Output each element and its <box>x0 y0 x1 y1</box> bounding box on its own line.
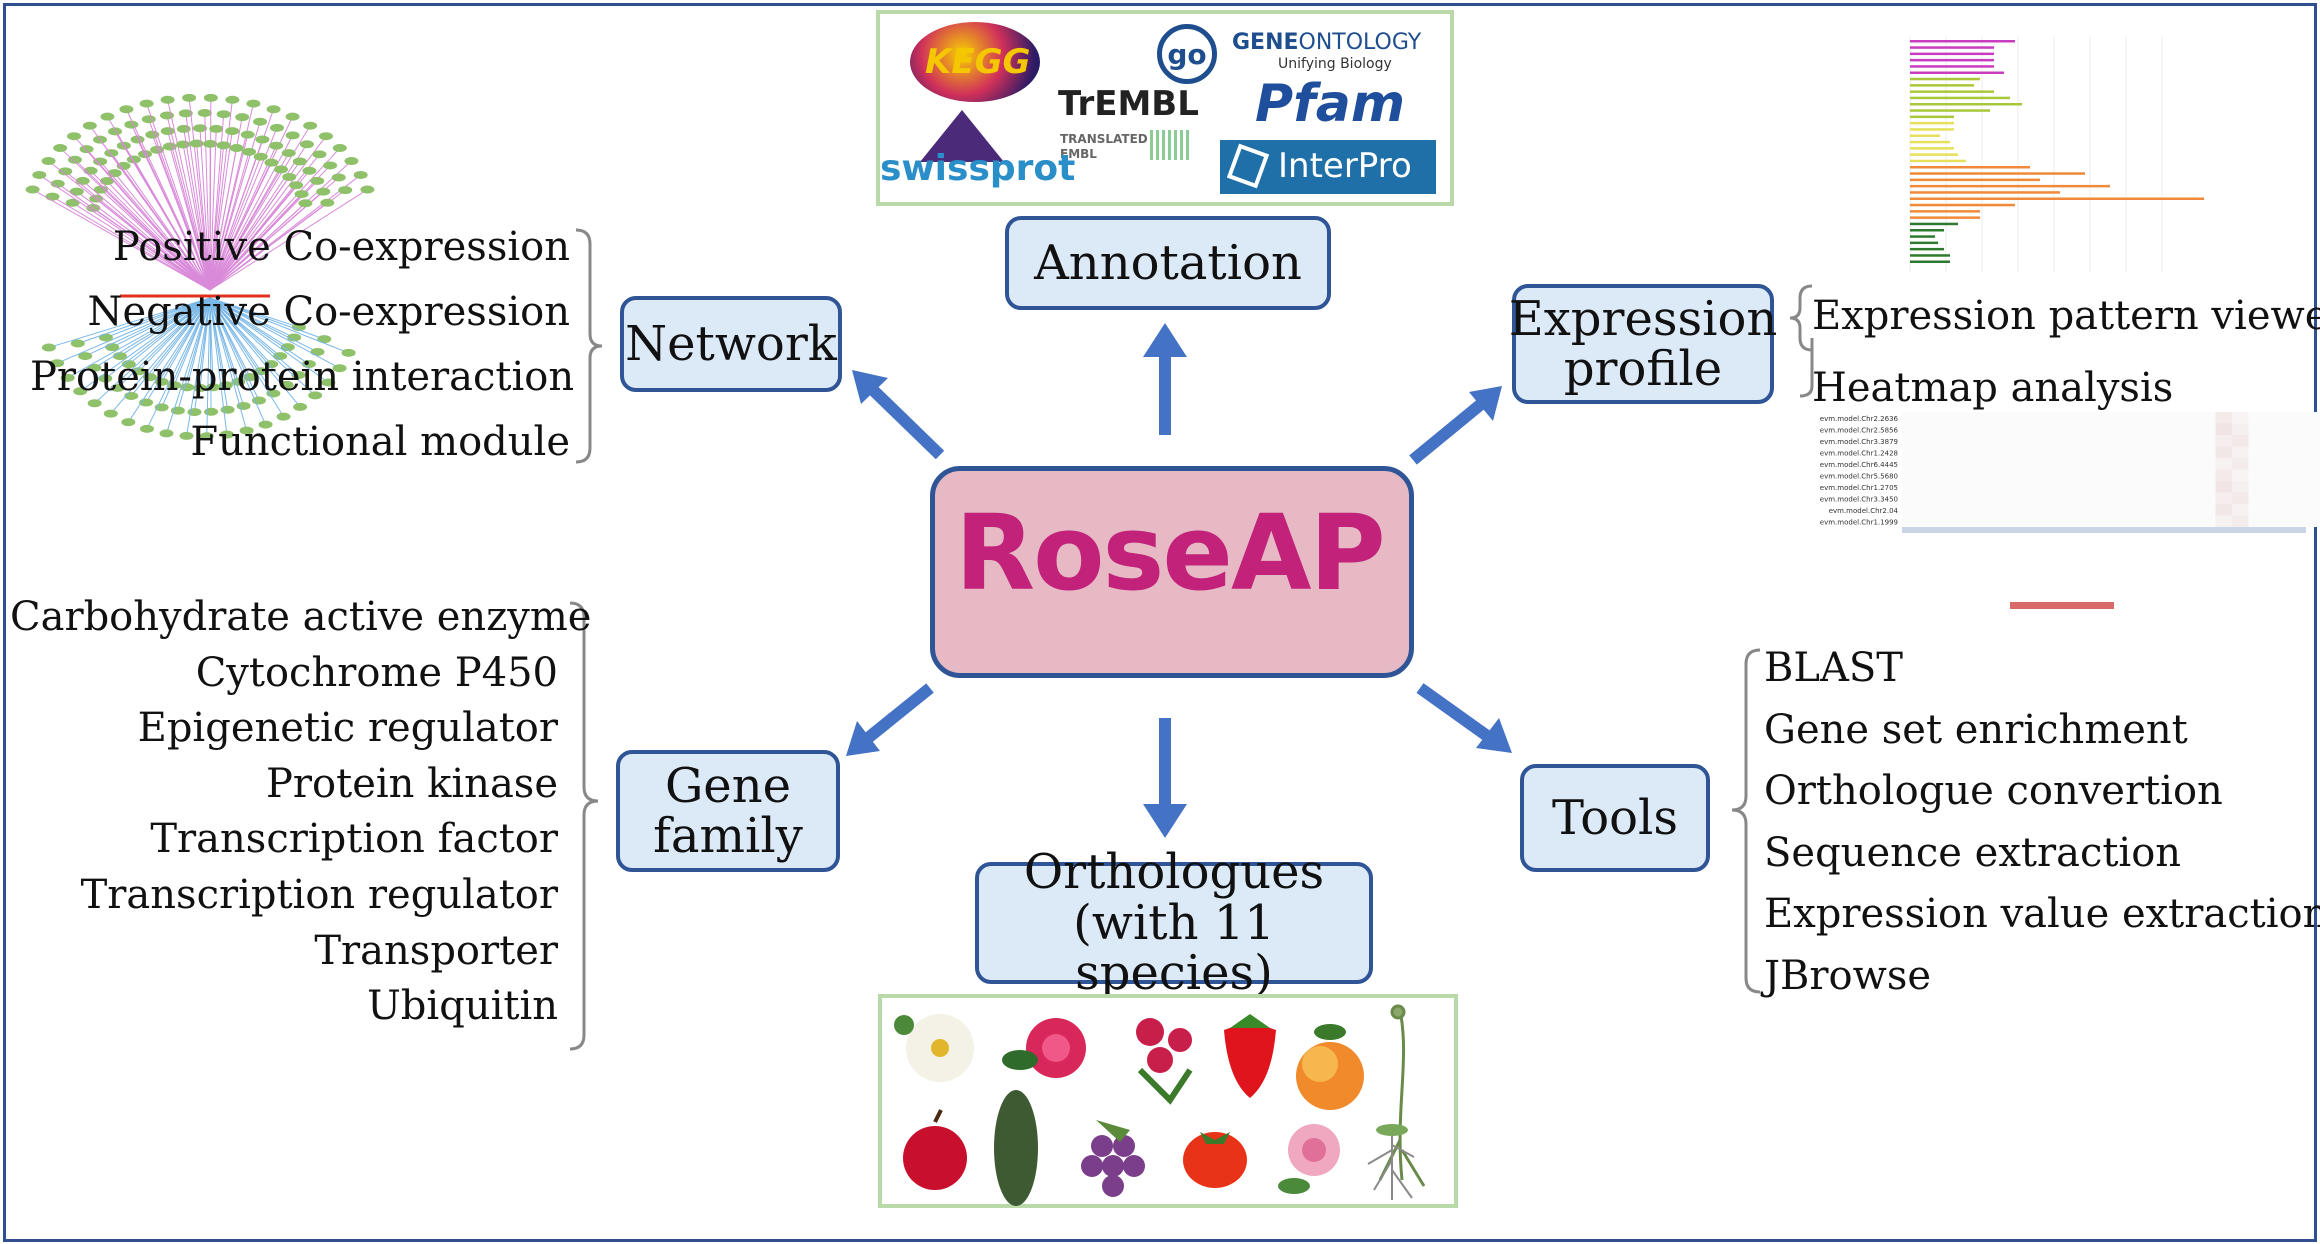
swissprot-label: swissprot <box>880 148 1076 189</box>
swissprot-mountain-icon <box>920 110 1004 162</box>
gene-family-item: Ubiquitin <box>367 983 558 1030</box>
gene-family-node: Gene family <box>616 750 840 872</box>
network-graph <box>25 93 375 441</box>
gene-family-item: Cytochrome P450 <box>195 649 558 696</box>
pfam-label: Pfam <box>1255 74 1406 134</box>
kegg-label: KEGG <box>925 42 1031 82</box>
heatmap-gene-label: evm.model.Chr1.2428 <box>1820 450 1898 458</box>
geneontology-icon: go <box>1157 24 1217 84</box>
heatmap-gene-label: evm.model.Chr5.5680 <box>1820 473 1898 481</box>
network-item: Functional module <box>190 419 570 465</box>
heatmap-gene-label: evm.model.Chr3.3450 <box>1820 496 1898 504</box>
tools-node: Tools <box>1520 764 1710 872</box>
arrow-expression <box>1409 400 1484 465</box>
network-item: Protein-protein interaction <box>30 354 575 400</box>
expression-item: Heatmap analysis <box>1812 365 2174 411</box>
geneontology-tagline: Unifying Biology <box>1278 56 1392 72</box>
gene-family-item: Transcription regulator <box>80 871 558 918</box>
gene-family-list: Carbohydrate active enzyme Cytochrome P4… <box>10 590 592 1035</box>
heatmap-gene-label: evm.model.Chr2.2636 <box>1820 415 1899 423</box>
geneontology-gene: GENE <box>1232 30 1299 55</box>
expression-profile-node: Expression profile <box>1509 284 1777 404</box>
bracket-tools <box>1731 648 1761 994</box>
orthologues-node: Orthologues (with 11 species) <box>975 847 1373 998</box>
kegg-logo <box>910 22 1040 102</box>
heatmap-gene-label: evm.model.Chr3.3879 <box>1820 438 1898 446</box>
arrow-gene-family <box>864 683 934 743</box>
heatmap-gene-label: evm.model.Chr2.04 <box>1829 507 1899 515</box>
orthologues-label-line2: (with 11 species) <box>1073 894 1275 1002</box>
gene-family-item: Carbohydrate active enzyme <box>10 594 592 640</box>
arrow-network <box>868 385 945 460</box>
network-list: Positive Co-expression Negative Co-expre… <box>30 215 575 475</box>
annotation-node: Annotation <box>1005 216 1331 310</box>
arrow-heads <box>846 323 1512 838</box>
gene-family-item: Transcription factor <box>150 816 558 863</box>
roseap-logo: RoseAP <box>955 492 1386 614</box>
expression-label-line1: Expression <box>1508 290 1778 347</box>
diagram-frame <box>3 3 2317 1242</box>
tools-item: Sequence extraction <box>1764 829 2182 876</box>
heatmap-gene-label: evm.model.Chr2.5856 <box>1820 427 1899 435</box>
heatmap-gene-label: evm.model.Chr1.1999 <box>1820 519 1898 527</box>
expression-bar-chart <box>1838 30 2308 278</box>
interpro-logo <box>1220 140 1436 194</box>
bracket-gene-family <box>569 601 599 1051</box>
geneontology-ontology: ONTOLOGY <box>1298 30 1422 55</box>
tools-item: BLAST <box>1764 645 1903 691</box>
interpro-label: InterPro <box>1278 146 1412 186</box>
tools-item: JBrowse <box>1764 952 1932 999</box>
gene-family-label-line1: Gene <box>664 757 792 814</box>
expression-item: Expression pattern viewer <box>1812 293 2320 339</box>
geneontology-label: GENEONTOLOGY <box>1232 30 1421 55</box>
gene-family-label-line2: family <box>653 808 803 864</box>
trembl-sub2: EMBL <box>1060 147 1097 161</box>
brackets <box>569 228 1814 1051</box>
species-panel <box>878 994 1458 1208</box>
arrows <box>864 352 1494 808</box>
gene-family-item: Transporter <box>314 927 558 974</box>
gene-family-item: Epigenetic regulator <box>137 705 558 752</box>
roseap-center-node <box>930 466 1414 678</box>
tools-item: Orthologue convertion <box>1764 768 2223 814</box>
arrow-tools <box>1416 683 1494 743</box>
network-node: Network <box>620 296 842 392</box>
bracket-network <box>575 228 603 464</box>
network-item: Negative Co-expression <box>87 289 571 335</box>
orthologues-label-line1: Orthologues <box>1023 844 1325 901</box>
expression-list: Expression pattern viewer Heatmap analys… <box>1812 280 2320 424</box>
expression-label-line2: profile <box>1563 341 1723 397</box>
trembl-sub1: TRANSLATED <box>1060 132 1148 146</box>
trembl-label: TrEMBL <box>1058 84 1199 124</box>
heatmap-gene-label: evm.model.Chr1.2705 <box>1820 484 1898 492</box>
trembl-grid-icon <box>1150 130 1190 160</box>
tools-item: Gene set enrichment <box>1764 706 2188 753</box>
bracket-expression <box>1789 284 1814 398</box>
tools-label: Tools <box>1551 789 1679 846</box>
network-item: Positive Co-expression <box>112 224 570 270</box>
annotation-label: Annotation <box>1034 234 1302 291</box>
tools-item: Expression value extraction <box>1764 891 2320 937</box>
network-label: Network <box>625 315 837 372</box>
heatmap-gene-label: evm.model.Chr6.4445 <box>1820 461 1898 469</box>
expression-heatmap: evm.model.Chr2.2636 evm.model.Chr2.5856 ev… <box>1820 412 2320 609</box>
tools-list: BLAST Gene set enrichment Orthologue con… <box>1764 638 2320 1007</box>
gene-family-item: Protein kinase <box>266 760 558 807</box>
